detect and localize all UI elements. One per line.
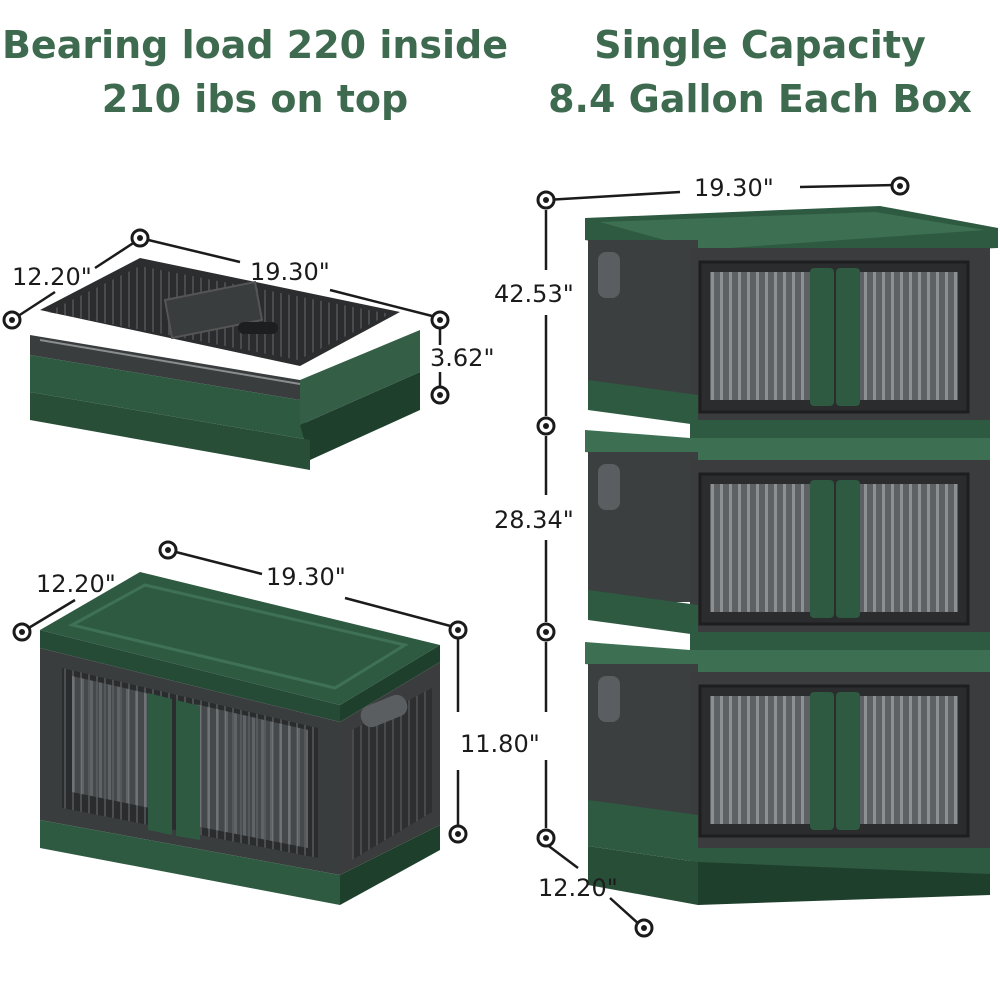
stacked-width-label: 12.20" bbox=[538, 874, 618, 902]
headline-load-capacity: Bearing load 220 inside 210 ibs on top bbox=[0, 18, 510, 126]
folded-height-label: 3.62" bbox=[430, 344, 494, 372]
headline-load-line-1: Bearing load 220 inside bbox=[1, 23, 509, 67]
open-length-label: 19.30" bbox=[266, 563, 346, 591]
headline-load-line-2: 210 ibs on top bbox=[101, 77, 409, 121]
stacked-height-two-label: 28.34" bbox=[494, 506, 574, 534]
stacked-dimensions bbox=[544, 183, 899, 926]
open-box bbox=[40, 572, 440, 905]
open-box-dimensions bbox=[21, 548, 460, 832]
folded-box bbox=[30, 258, 420, 470]
stacked-length-label: 19.30" bbox=[694, 174, 774, 202]
headline-capacity-line-2: 8.4 Gallon Each Box bbox=[548, 77, 972, 121]
headline-capacity-line-1: Single Capacity bbox=[594, 23, 926, 67]
stacked-height-three-label: 42.53" bbox=[494, 280, 574, 308]
stacked-box-middle bbox=[585, 430, 990, 650]
open-height-label: 11.80" bbox=[460, 730, 540, 758]
folded-width-label: 12.20" bbox=[12, 263, 92, 291]
folded-length-label: 19.30" bbox=[250, 258, 330, 286]
dimension-marker-icon bbox=[536, 176, 910, 938]
stacked-boxes bbox=[585, 206, 998, 905]
dimension-marker-icon bbox=[2, 228, 450, 405]
headline-single-capacity: Single Capacity 8.4 Gallon Each Box bbox=[520, 18, 1000, 126]
stacked-box-bottom bbox=[585, 642, 990, 905]
open-width-label: 12.20" bbox=[36, 570, 116, 598]
dimension-marker-icon bbox=[12, 540, 468, 844]
stacked-box-top bbox=[588, 240, 990, 438]
